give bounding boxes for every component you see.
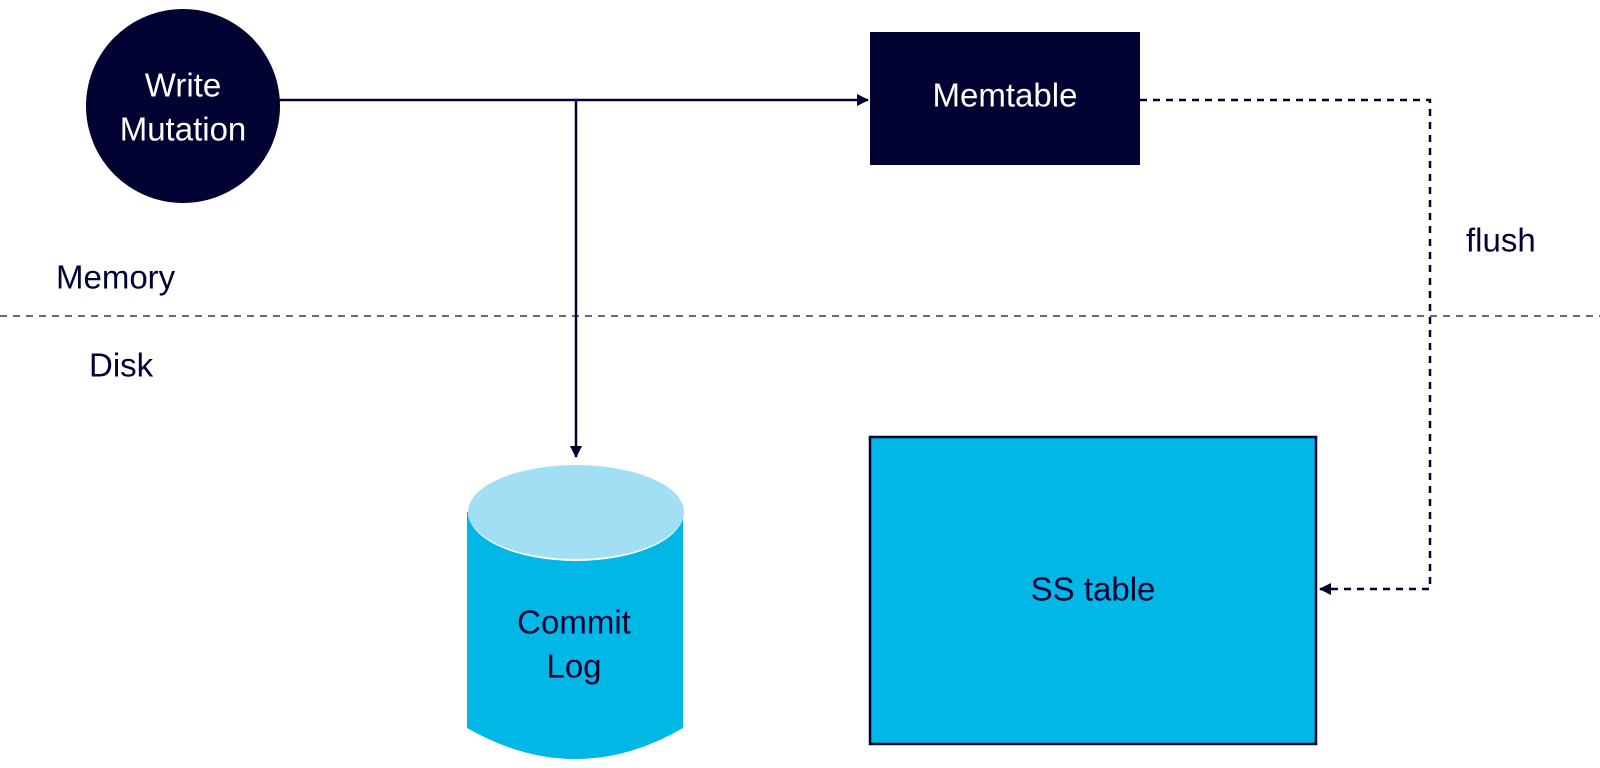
commit-log-node: Commit Log — [467, 463, 684, 759]
ss-table-label: SS table — [1031, 571, 1156, 608]
commit-log-label-line2: Log — [546, 648, 601, 685]
write-mutation-label-line1: Write — [145, 67, 221, 104]
flush-arrow — [1140, 98, 1432, 595]
memory-region-label: Memory — [56, 259, 176, 296]
memtable-label: Memtable — [933, 77, 1078, 114]
ss-table-node: SS table — [868, 435, 1318, 746]
commit-log-label-line1: Commit — [517, 604, 631, 641]
disk-region-label: Disk — [89, 347, 154, 384]
flush-label: flush — [1466, 222, 1536, 259]
write-mutation-label-line2: Mutation — [120, 111, 247, 148]
memtable-node: Memtable — [870, 32, 1140, 165]
write-mutation-node: Write Mutation — [86, 9, 280, 203]
